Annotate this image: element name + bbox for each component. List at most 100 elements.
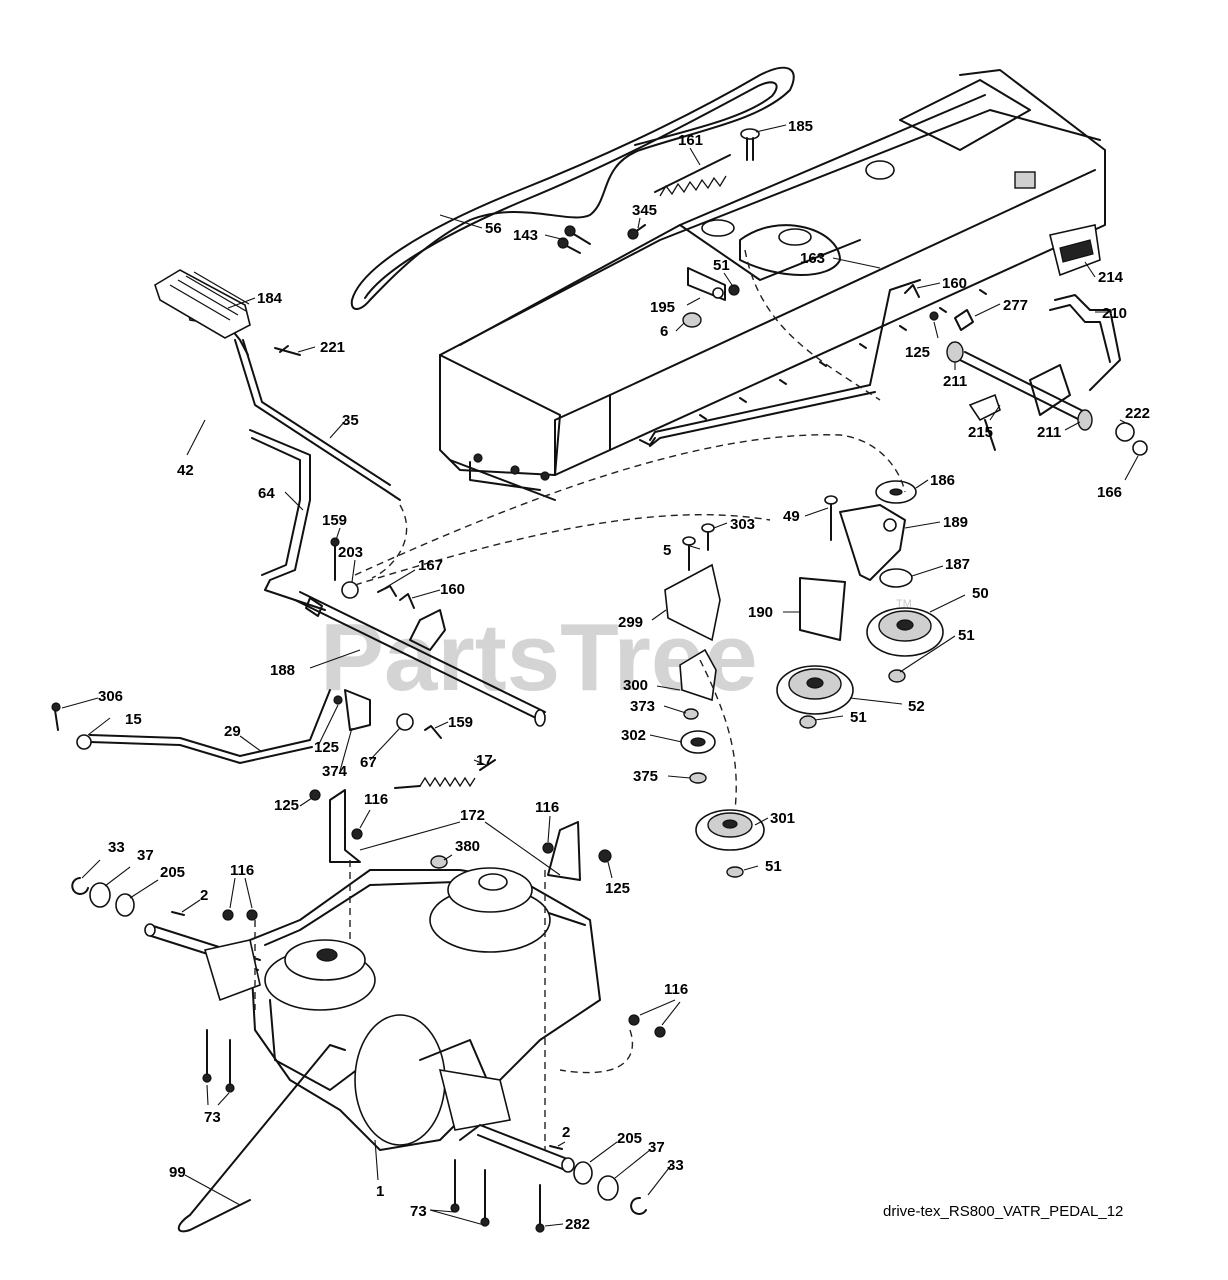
callout-221: 221	[320, 339, 345, 356]
washer-187	[879, 568, 913, 588]
axle-left	[144, 923, 261, 1002]
callout-195: 195	[650, 299, 675, 316]
callout-17: 17	[476, 752, 493, 769]
callout-205-right: 205	[617, 1130, 642, 1147]
bracket-195	[687, 267, 726, 301]
rod-35	[234, 339, 401, 501]
callout-125-bracket: 125	[274, 797, 299, 814]
callout-159-upper: 159	[322, 512, 347, 529]
callout-2-right: 2	[562, 1124, 570, 1141]
callout-203: 203	[338, 544, 363, 561]
pedal-arm-64	[249, 429, 326, 611]
callout-277: 277	[1003, 297, 1028, 314]
callout-374: 374	[322, 763, 348, 780]
callout-222: 222	[1125, 405, 1150, 422]
callout-211-upper: 211	[943, 373, 967, 390]
callout-375: 375	[633, 768, 658, 785]
callout-116-left: 116	[364, 791, 388, 808]
spacer-373	[683, 708, 699, 720]
spacer-375	[689, 772, 707, 784]
callout-373: 373	[630, 698, 655, 715]
bracket-172-right	[547, 821, 581, 881]
bolts-73-left	[202, 1029, 235, 1093]
link-rod-29	[89, 689, 331, 764]
callout-160-lower: 160	[440, 581, 465, 598]
callout-99: 99	[169, 1164, 186, 1181]
callout-116-right: 116	[535, 799, 559, 816]
nut-125-pedal	[929, 311, 939, 321]
callout-15: 15	[125, 711, 142, 728]
callout-42: 42	[177, 462, 194, 479]
pulley-52	[776, 665, 854, 715]
callout-215: 215	[968, 424, 993, 441]
bolt-159-upper	[330, 537, 340, 581]
bushing-211-lower	[1077, 409, 1093, 431]
washer-67	[396, 713, 414, 731]
pin-167	[377, 585, 397, 597]
idler-arm-189	[839, 504, 906, 581]
callout-143: 143	[513, 227, 538, 244]
callout-49: 49	[783, 508, 800, 525]
callout-116-upper: 116	[230, 862, 254, 879]
callout-163: 163	[800, 250, 825, 267]
bolt-303	[701, 523, 715, 551]
clip-160-lower	[399, 593, 415, 609]
bracket-277	[954, 309, 974, 331]
pin-159-lower	[424, 725, 442, 739]
key-2-right	[549, 1145, 563, 1150]
callout-159-lower: 159	[448, 714, 473, 731]
callout-380: 380	[455, 838, 480, 855]
nut-51-50	[888, 669, 906, 683]
callout-306: 306	[98, 688, 123, 705]
tension-spring-161	[654, 154, 731, 197]
transaxle-1	[249, 867, 601, 1151]
callout-73-left: 73	[204, 1109, 221, 1126]
axle-right	[477, 1124, 575, 1173]
washer-15	[76, 734, 92, 750]
callout-210: 210	[1102, 305, 1127, 322]
callout-51-50: 51	[958, 627, 975, 644]
callout-188: 188	[270, 662, 295, 679]
callout-303: 303	[730, 516, 755, 533]
clip-33-left	[71, 877, 89, 895]
callout-51-frame: 51	[713, 257, 730, 274]
callout-37-left: 37	[137, 847, 154, 864]
bolt-49	[824, 495, 838, 541]
callout-51-301: 51	[765, 858, 782, 875]
callout-67: 67	[360, 754, 377, 771]
plate-300	[679, 648, 717, 702]
callout-51-52: 51	[850, 709, 867, 726]
bearing-302	[680, 730, 716, 754]
callout-56: 56	[485, 220, 502, 237]
callout-166: 166	[1097, 484, 1122, 501]
callout-labels: 185 161 345 143 56 51 195 6 184 221 160 …	[98, 118, 1150, 1233]
idler-pulley-186	[875, 480, 917, 504]
bracket-172-left	[329, 789, 361, 863]
callout-5: 5	[663, 542, 671, 559]
callout-29: 29	[224, 723, 241, 740]
pedal-pad-214	[1049, 224, 1101, 277]
callout-301: 301	[770, 810, 795, 827]
callout-6: 6	[660, 323, 668, 340]
bypass-rod-99	[177, 1044, 346, 1233]
washer-380	[430, 855, 448, 869]
callout-186: 186	[930, 472, 955, 489]
nut-51-frame	[728, 284, 740, 296]
clip-221	[274, 345, 301, 356]
pulley-50	[866, 607, 944, 657]
nut-116-right	[542, 842, 554, 854]
cross-shaft-188	[294, 591, 546, 727]
callout-1: 1	[376, 1183, 384, 1200]
clip-166	[1132, 440, 1148, 456]
nuts-116-lower	[628, 1014, 666, 1038]
nut-51-52	[799, 715, 817, 729]
callout-184: 184	[257, 290, 283, 307]
arm-374	[344, 689, 371, 731]
bolt-282	[535, 1184, 545, 1233]
bolt-345	[627, 224, 646, 240]
callout-33-left: 33	[108, 839, 125, 856]
callout-345: 345	[632, 202, 657, 219]
callout-35: 35	[342, 412, 359, 429]
callout-116-lower: 116	[664, 981, 688, 998]
bolt-143	[557, 225, 591, 254]
